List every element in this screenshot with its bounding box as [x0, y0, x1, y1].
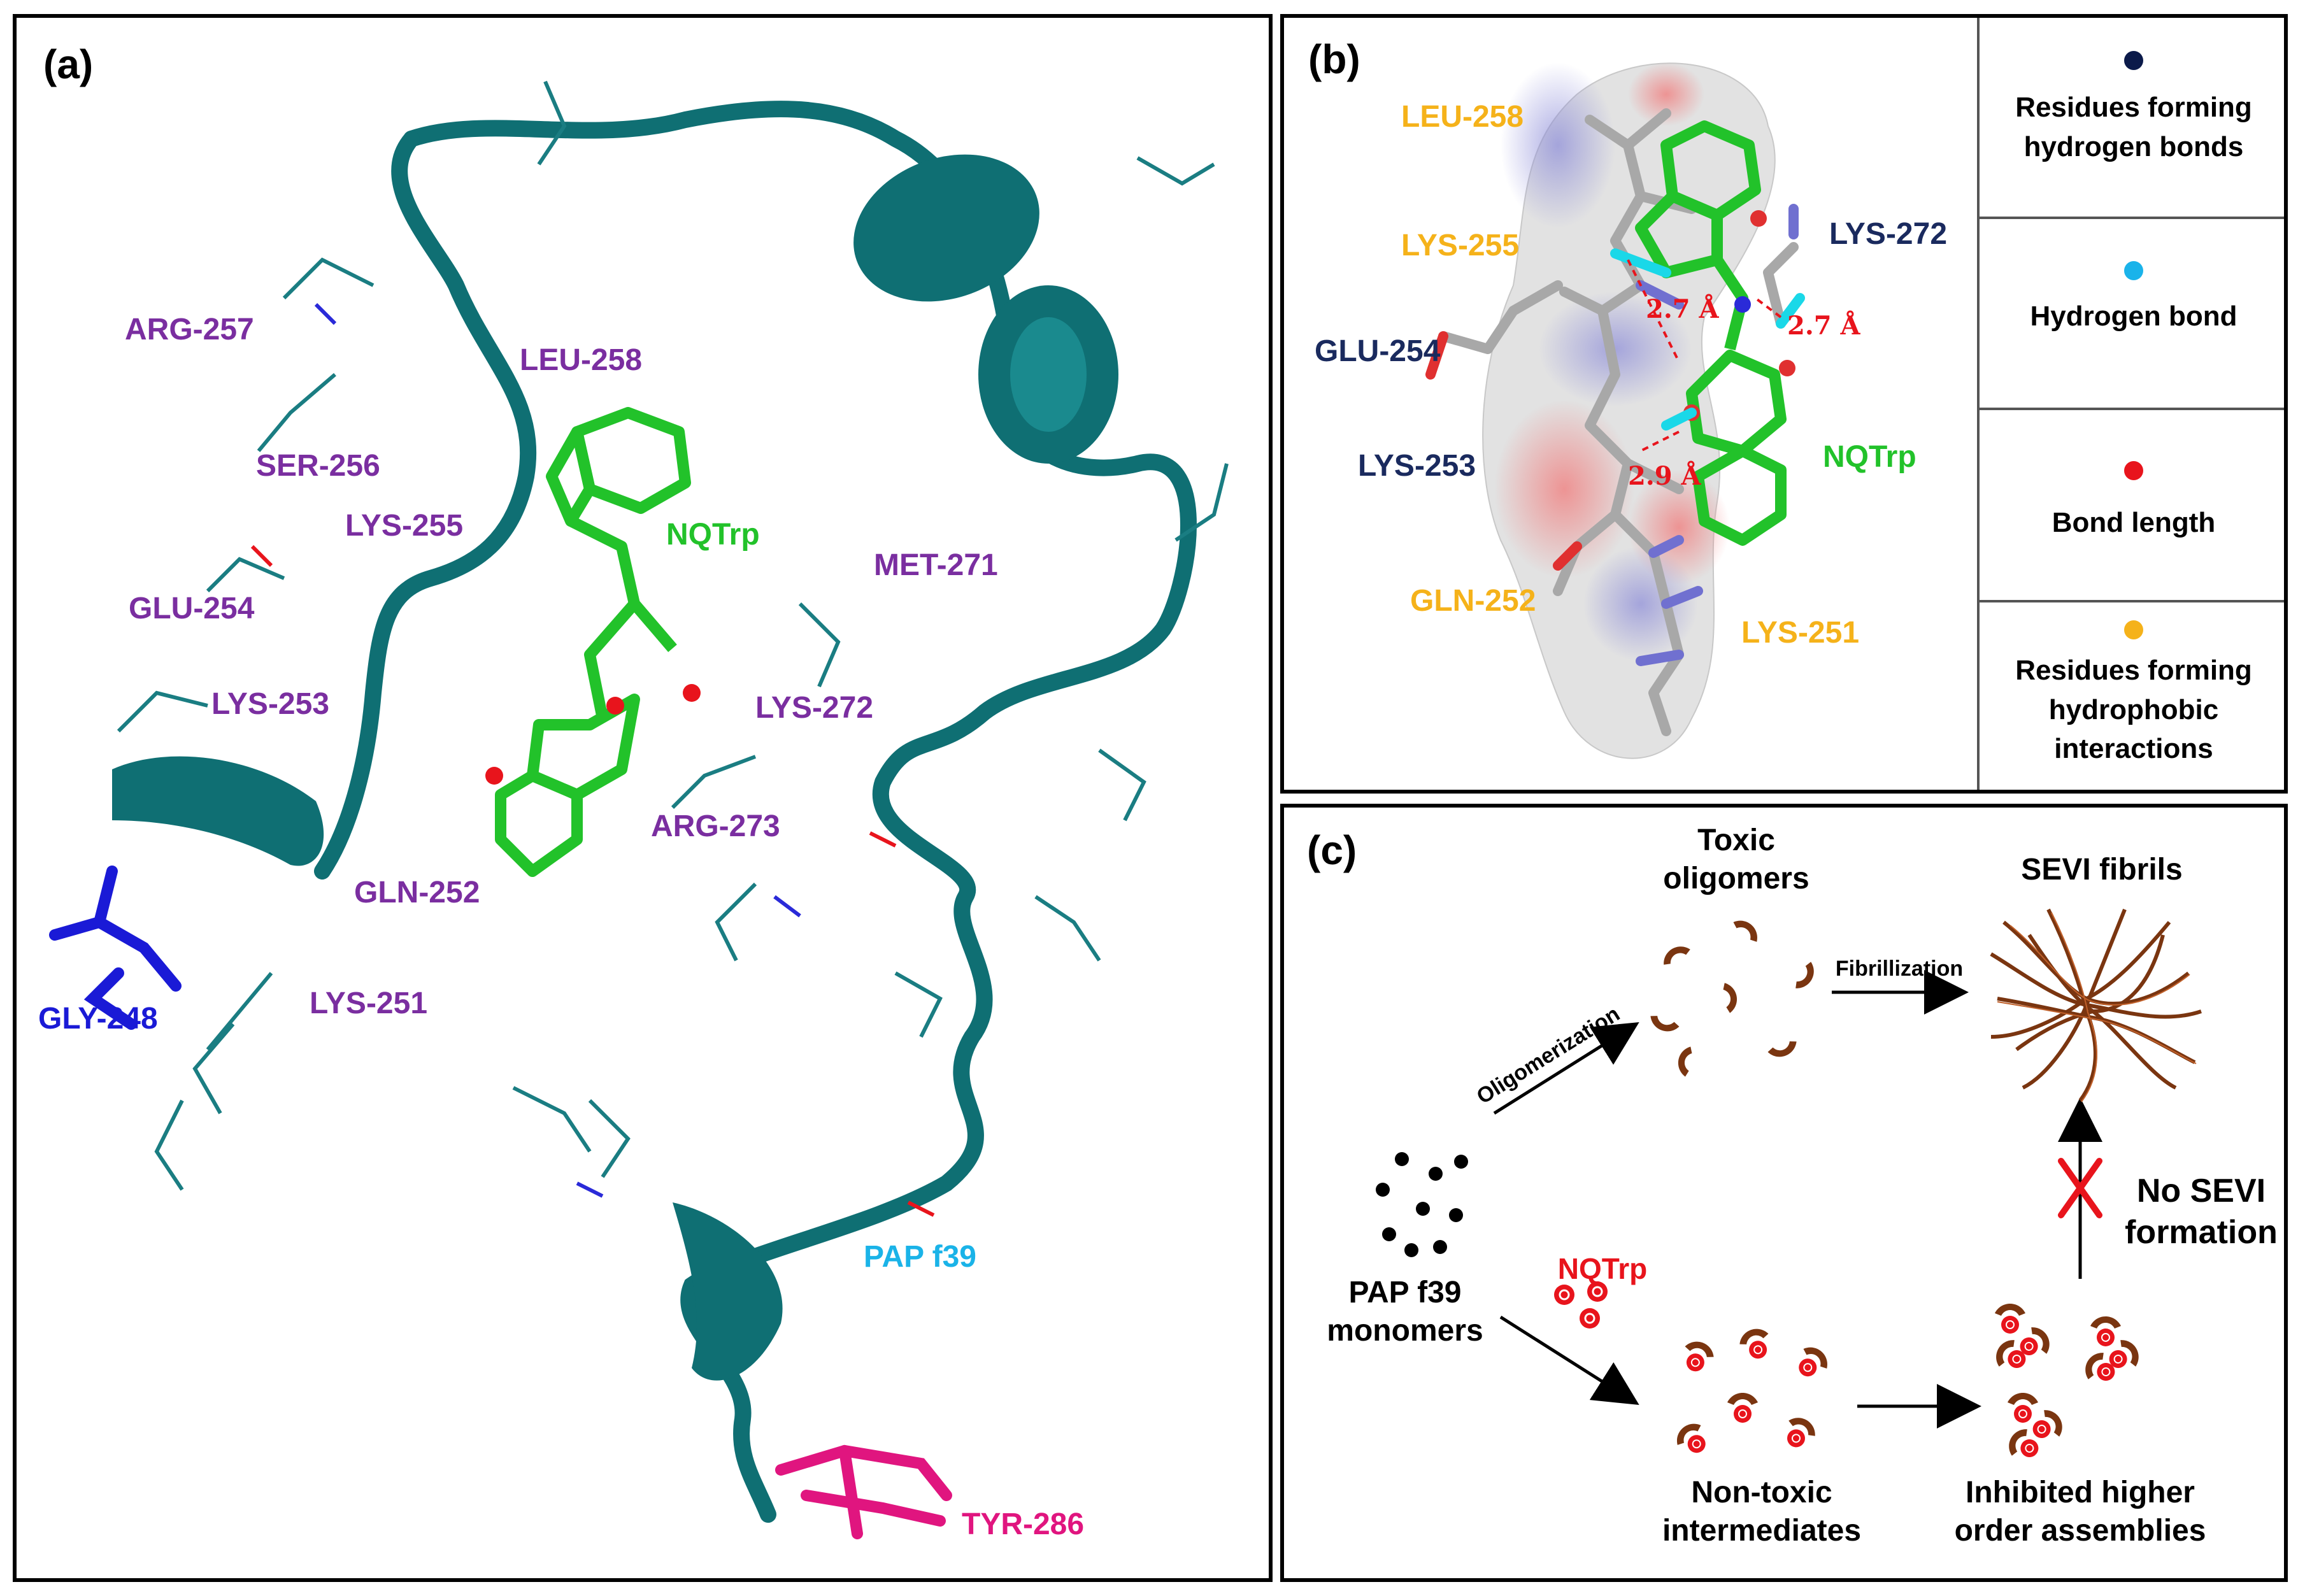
- inhibited-line-1: Inhibited higher: [1966, 1476, 2195, 1509]
- nqtrp-molecules: [1553, 1280, 1609, 1330]
- protein-structure-illustration: [49, 80, 1229, 1539]
- legend-item-hbond: Hydrogen bond: [1980, 219, 2284, 410]
- legend-text-line: interactions: [2054, 733, 2213, 765]
- bond-length-label-3: 2.9 Å: [1628, 461, 1701, 491]
- legend-text-line: hydrophobic: [2048, 694, 2219, 725]
- residue-label-lys253: LYS-253: [211, 687, 330, 721]
- hydrogen-bond-lines: [1610, 248, 1805, 431]
- tyr286-sticks: [775, 1444, 952, 1539]
- sevi-fibril-bundle: [1990, 908, 2202, 1102]
- panel-a-label: (a): [43, 41, 94, 87]
- toxic-oligomers-line-2: oligomers: [1663, 862, 1809, 895]
- monomers-line-1: PAP f39: [1348, 1276, 1462, 1309]
- residue-label-gln252: GLN-252: [354, 876, 480, 909]
- residue-label-lys272: LYS-272: [1829, 217, 1948, 251]
- non-toxic-line-2: intermediates: [1662, 1514, 1862, 1548]
- panel-b-label: (b): [1308, 36, 1360, 82]
- residue-label-arg273: ARG-273: [651, 809, 780, 843]
- legend-text-line: Residues forming: [2015, 92, 2252, 123]
- peptide-label-papf39: PAP f39: [864, 1240, 976, 1274]
- no-sevi-label: No SEVI formation: [2112, 1171, 2284, 1253]
- residue-label-ser256: SER-256: [256, 449, 380, 483]
- legend-dot-red: [2124, 461, 2143, 480]
- aggregation-pathway-illustration: [1376, 908, 2202, 1578]
- gly248-sticks: [49, 866, 182, 1030]
- residue-label-gly248: GLY-248: [38, 1002, 158, 1036]
- inhibited-line-2: order assemblies: [1954, 1514, 2206, 1548]
- nqtrp-label: NQTrp: [1557, 1252, 1648, 1285]
- arrow-oligomerization: [1493, 1022, 1639, 1115]
- legend-dot-orange: [2124, 620, 2143, 639]
- sevi-fibrils-label: SEVI fibrils: [2021, 853, 2183, 887]
- bond-length-label-1: 2.7 Å: [1646, 294, 1719, 324]
- legend-text-line: hydrogen bonds: [2023, 131, 2244, 162]
- monomer-dots: [1376, 1152, 1468, 1257]
- nqtrp-molecule: [495, 407, 691, 877]
- inhibited-label: Inhibited higher order assemblies: [1927, 1474, 2233, 1550]
- residue-label-glu254: GLU-254: [129, 592, 255, 625]
- legend-item-hydrophobic: Residues forming hydrophobic interaction…: [1980, 602, 2284, 790]
- legend-dot-cyan: [2124, 261, 2143, 280]
- residue-label-lys255: LYS-255: [345, 509, 464, 543]
- monomers-line-2: monomers: [1327, 1314, 1483, 1348]
- toxic-oligomer-shapes: [1647, 915, 1820, 1078]
- residue-label-lys251: LYS-251: [310, 987, 428, 1020]
- helix-ribbon-top: [853, 154, 1039, 302]
- binding-site-illustration: [1425, 62, 1805, 759]
- residue-label-tyr286: TYR-286: [962, 1507, 1085, 1541]
- panel-c-label: (c): [1307, 827, 1357, 873]
- panel-b: (b): [1280, 14, 2288, 794]
- residue-label-leu258: LEU-258: [1401, 100, 1524, 134]
- residue-label-lys255: LYS-255: [1401, 229, 1520, 262]
- bond-length-label-2: 2.7 Å: [1787, 311, 1860, 341]
- non-toxic-intermediate-shapes: [1671, 1325, 1833, 1460]
- non-toxic-line-1: Non-toxic: [1691, 1476, 1832, 1509]
- legend-text-line: Bond length: [2052, 507, 2216, 538]
- residue-label-lys251: LYS-251: [1741, 616, 1860, 650]
- panel-a: (a): [13, 14, 1273, 1582]
- toxic-oligomers-line-1: Toxic: [1697, 823, 1775, 857]
- no-sevi-line-1: No SEVI: [2136, 1172, 2266, 1209]
- ligand-label-nqtrp: NQTrp: [1823, 440, 1916, 474]
- inhibited-assembly-shapes: [1991, 1304, 2144, 1466]
- legend-text-line: Residues forming: [2015, 655, 2252, 686]
- residue-label-met271: MET-271: [874, 548, 998, 582]
- arrow-nqtrp: [1499, 1315, 1639, 1406]
- residue-label-arg257: ARG-257: [125, 313, 254, 346]
- non-toxic-label: Non-toxic intermediates: [1641, 1474, 1883, 1550]
- legend-item-hbond-residues: Residues forming hydrogen bonds: [1980, 18, 2284, 219]
- legend: Residues forming hydrogen bonds Hydrogen…: [1977, 18, 2284, 790]
- residue-label-lys253: LYS-253: [1358, 449, 1476, 483]
- residue-label-lys272: LYS-272: [755, 691, 874, 725]
- legend-item-bond-length: Bond length: [1980, 410, 2284, 602]
- legend-text-line: Hydrogen bond: [2030, 301, 2237, 332]
- no-sevi-line-2: formation: [2125, 1214, 2278, 1251]
- residue-label-glu254: GLU-254: [1315, 334, 1441, 368]
- toxic-oligomers-label: Toxic oligomers: [1615, 822, 1857, 898]
- fibrillization-label: Fibrillization: [1835, 957, 1964, 981]
- panel-c: (c): [1280, 804, 2288, 1582]
- block-cross: [2058, 1158, 2102, 1218]
- legend-dot-navy: [2124, 51, 2143, 70]
- residue-label-gln252: GLN-252: [1410, 584, 1536, 618]
- ligand-label-nqtrp: NQTrp: [666, 518, 760, 552]
- residue-label-leu258: LEU-258: [520, 343, 643, 377]
- monomers-label: PAP f39 monomers: [1310, 1274, 1501, 1350]
